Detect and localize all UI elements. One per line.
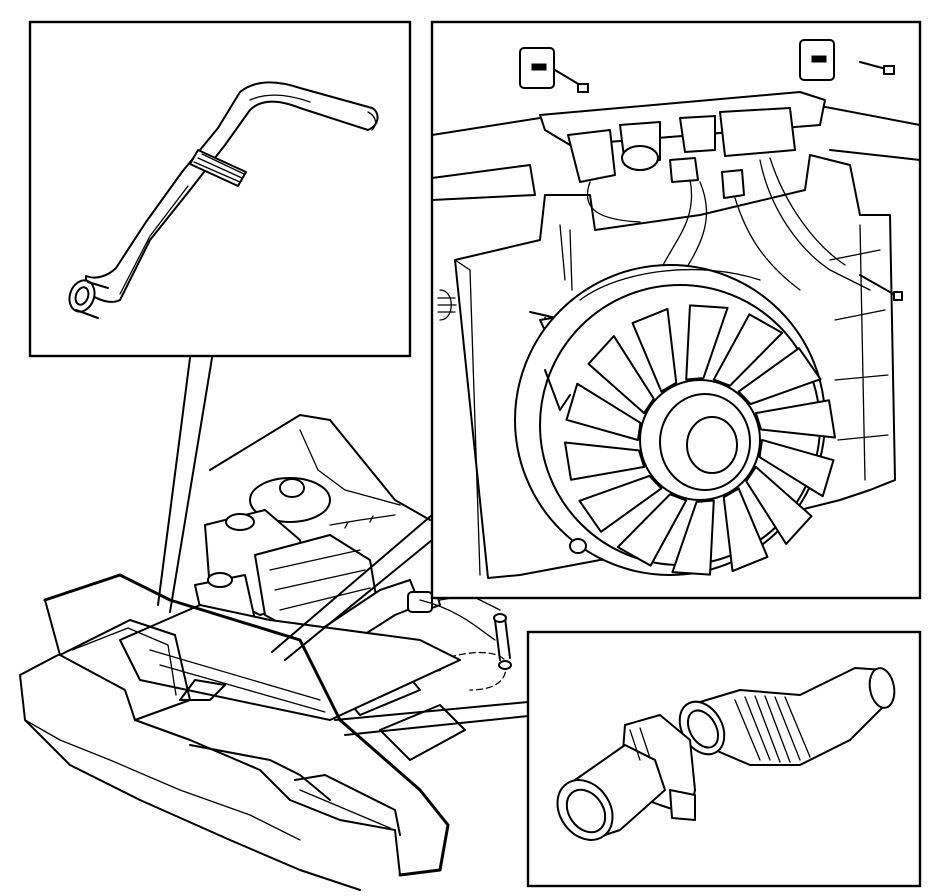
fan-blade [758,439,835,498]
fan-blade [685,304,729,381]
fan-blade [631,307,678,393]
fan-icon [514,264,836,576]
fan-blade [671,499,715,576]
fan-blade [712,313,784,387]
fan-blade [754,399,836,439]
fan-blade [737,347,822,406]
fan-blade [745,465,813,545]
hose-panel [28,20,412,358]
fan-blade [578,474,663,533]
fan-blade [564,441,646,481]
fan-panel [430,20,922,600]
fan-blade [616,493,688,567]
fan-blade [565,382,642,441]
fan-blade [722,487,769,573]
leader-lines [157,357,529,736]
fan-blade [587,335,655,415]
intake-panel [526,630,922,888]
air-duct-icon [556,667,896,841]
hose-icon [68,81,379,319]
engine-bay-icon [19,414,512,891]
